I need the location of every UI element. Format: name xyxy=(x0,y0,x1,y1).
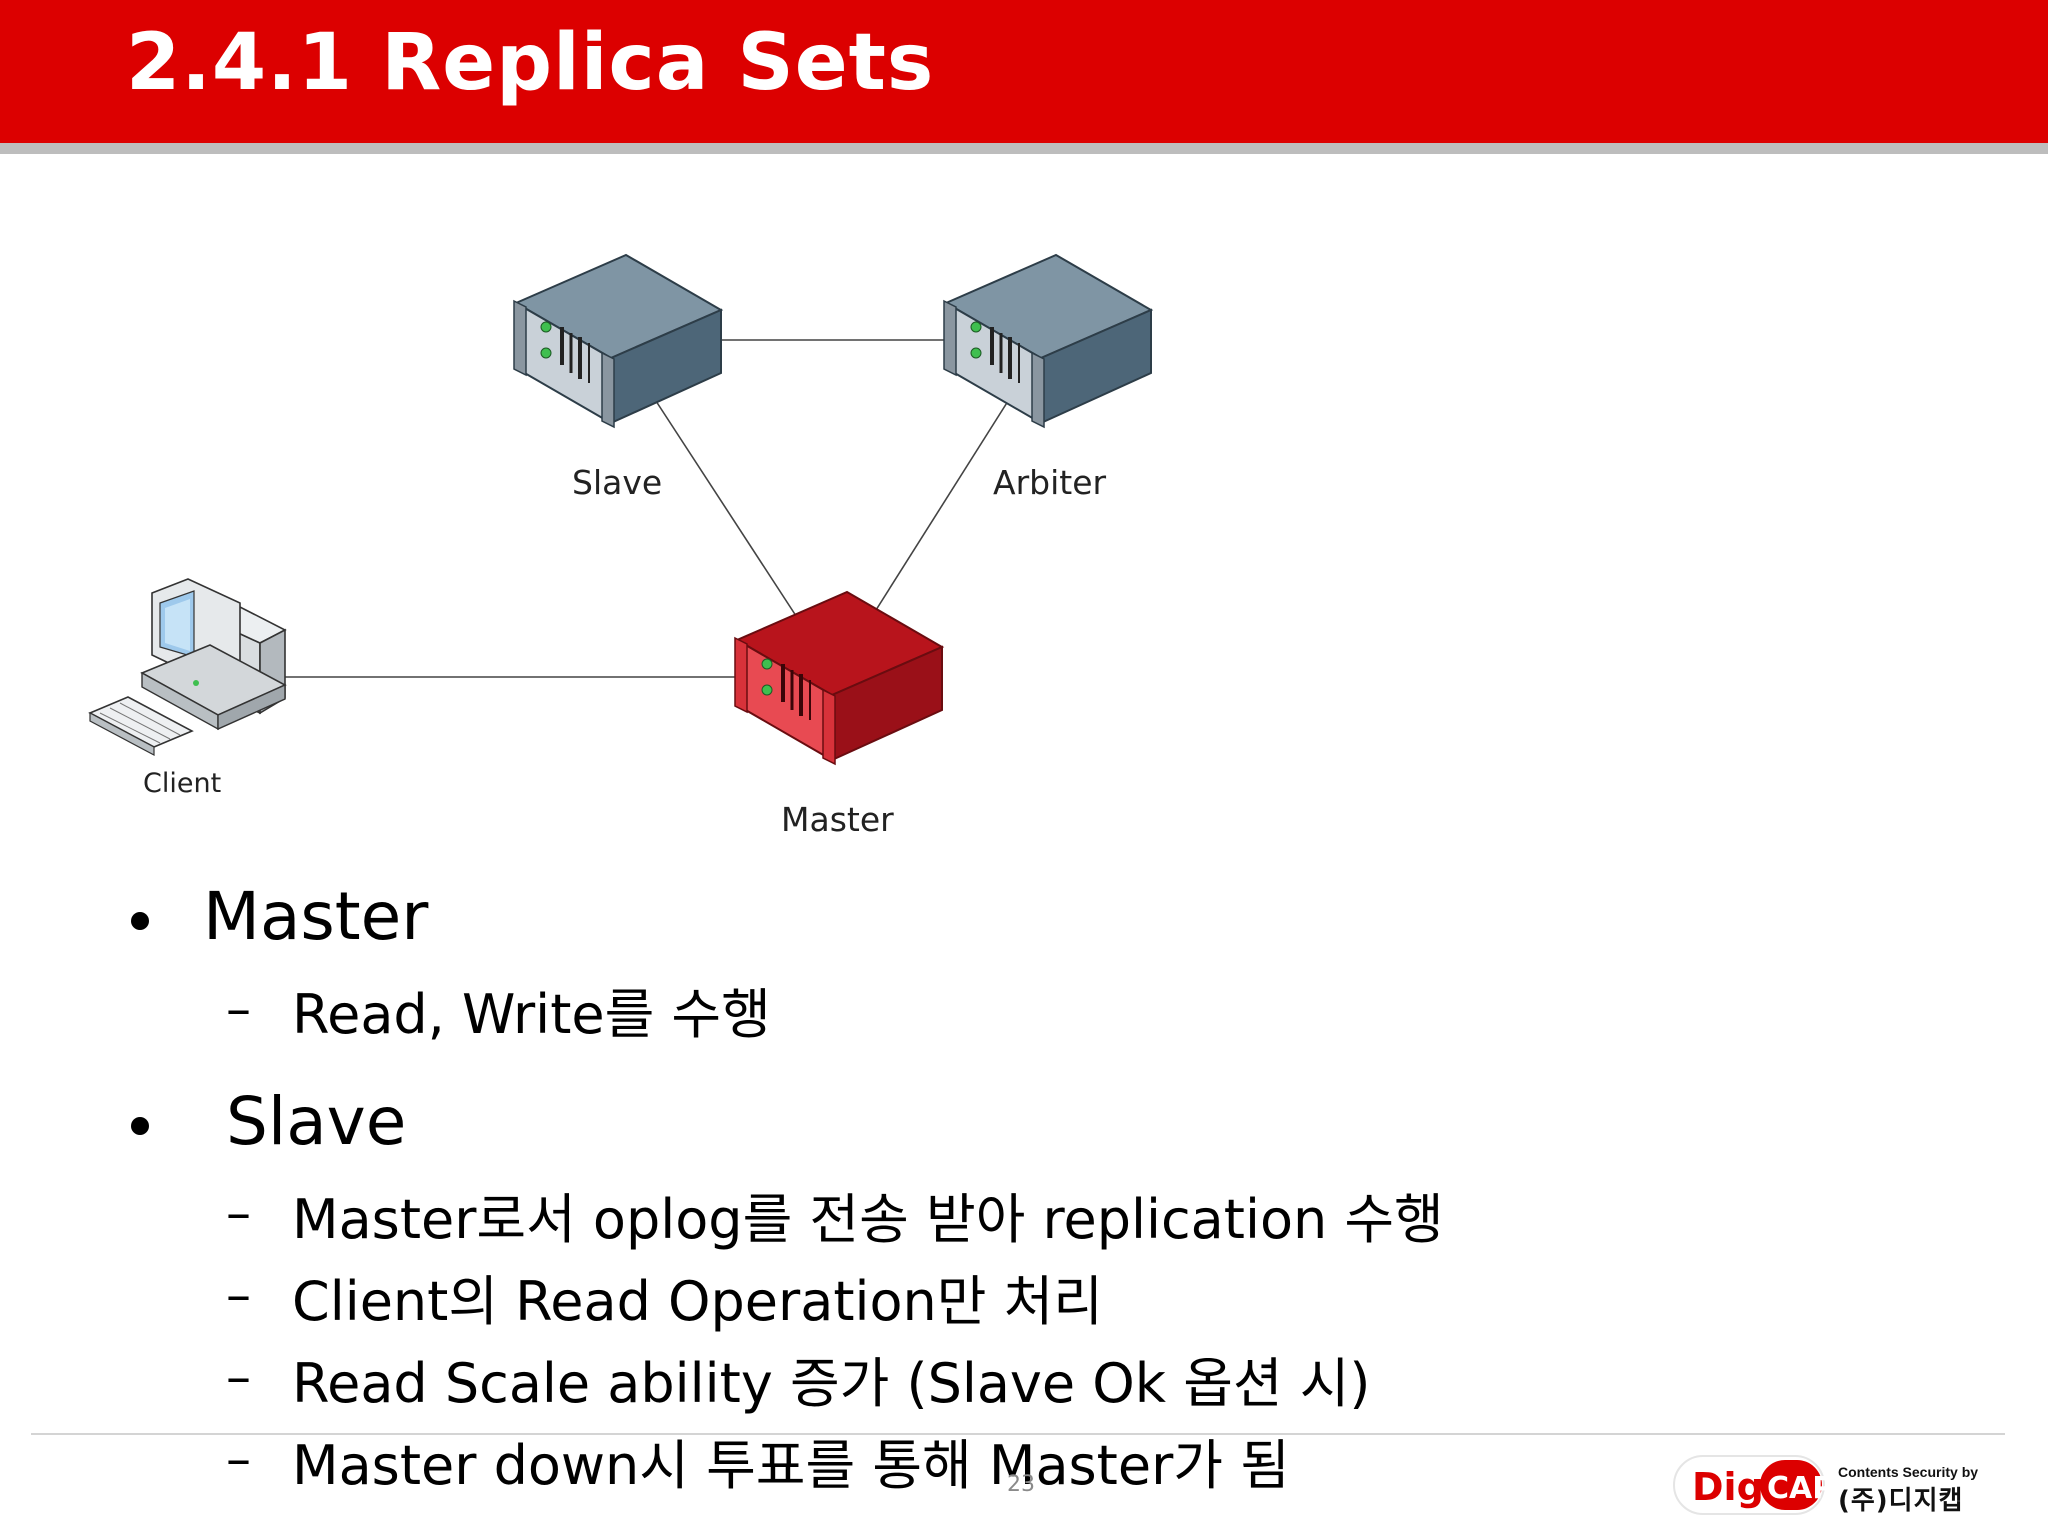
master-label: Master xyxy=(781,800,894,839)
arbiter-server-icon xyxy=(942,253,1153,429)
client-computer-icon xyxy=(88,578,287,756)
bullet-master-heading: Master xyxy=(203,878,429,955)
slave-server-icon xyxy=(512,253,723,429)
bullet-dot xyxy=(131,912,149,930)
sub-bullet-dash: – xyxy=(226,1184,251,1242)
slave-item-4: Master down시 투표를 통해 Master가 됨 xyxy=(292,1434,1290,1497)
page-number: 23 xyxy=(1007,1472,1035,1497)
digicap-logo: Digi CAP xyxy=(1673,1455,1834,1515)
bullet-slave-heading: Slave xyxy=(226,1083,407,1160)
client-label: Client xyxy=(143,768,222,799)
link-arbiter-master xyxy=(875,389,1016,611)
footer-divider xyxy=(31,1433,2005,1435)
master-item-1: Read, Write를 수행 xyxy=(292,983,771,1046)
slide-header xyxy=(0,0,2048,143)
sub-bullet-dash: – xyxy=(226,980,251,1038)
sub-bullet-dash: – xyxy=(226,1430,251,1488)
master-server-icon xyxy=(734,590,945,766)
slave-item-2: Client의 Read Operation만 처리 xyxy=(292,1270,1103,1333)
logo-cap-text: CAP xyxy=(1767,1471,1834,1506)
slave-label: Slave xyxy=(572,463,663,502)
replica-set-diagram xyxy=(88,253,1153,766)
bullet-dot xyxy=(131,1117,149,1135)
arbiter-label: Arbiter xyxy=(993,463,1107,502)
header-divider xyxy=(0,143,2048,154)
sub-bullet-dash: – xyxy=(226,1266,251,1324)
slave-item-3: Read Scale ability 증가 (Slave Ok 옵션 시) xyxy=(292,1352,1371,1415)
logo-company-name: (주)디지캡 xyxy=(1838,1486,1964,1516)
logo-tagline: Contents Security by xyxy=(1838,1464,1979,1480)
link-slave-master xyxy=(653,397,801,623)
slave-item-1: Master로서 oplog를 전송 받아 replication 수행 xyxy=(292,1188,1444,1251)
sub-bullet-dash: – xyxy=(226,1348,251,1406)
slide-title: 2.4.1 Replica Sets xyxy=(126,18,935,108)
